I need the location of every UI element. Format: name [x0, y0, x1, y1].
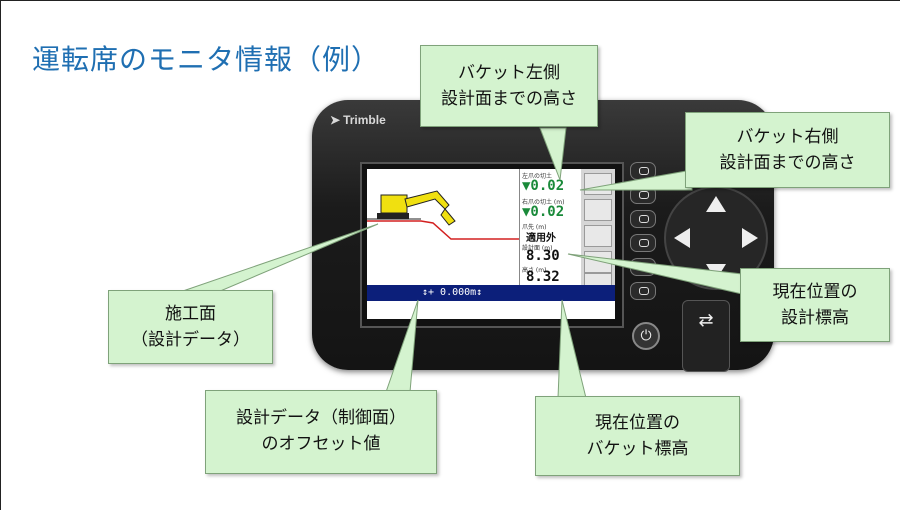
bucket-height-value: 8.32 — [526, 269, 560, 285]
soft-key-6[interactable] — [630, 282, 656, 300]
leader-construction-surface — [179, 223, 379, 293]
offset-status-bar: ↕+ 0.000m↕ — [367, 285, 615, 301]
tooth-value: 適用外 — [526, 233, 556, 244]
arrow-left-icon[interactable] — [674, 228, 690, 248]
callout-design-offset: 設計データ（制御面） のオフセット値 — [205, 390, 437, 474]
callout-current-design-height: 現在位置の 設計標高 — [740, 268, 890, 342]
design-height-value: 8.30 — [526, 248, 560, 264]
power-button[interactable]: ⏻ — [632, 322, 660, 350]
brand-name: Trimble — [343, 113, 386, 127]
excavator-bucket — [440, 208, 456, 226]
leader-bucket-height — [557, 299, 587, 399]
right-cut-value: ▼0.02 — [522, 204, 565, 220]
left-cut-label: 左爪の切土 — [522, 173, 553, 180]
callout-bucket-left-line1: バケット左側 — [458, 63, 560, 83]
callout-construction-surface-line2: （設計データ） — [131, 330, 250, 350]
callout-current-design-height-line2: 設計標高 — [781, 308, 849, 328]
layer-icon[interactable] — [584, 199, 612, 221]
bucket-height-label: 高さ (m) — [522, 267, 547, 274]
leader-bucket-right — [579, 169, 693, 191]
callout-bucket-left-line2: 設計面までの高さ — [441, 89, 577, 109]
leader-bucket-left — [539, 127, 567, 181]
page-title: 運転席のモニタ情報（例） — [32, 43, 381, 76]
trimble-logo-icon: ➤ — [330, 113, 341, 127]
callout-current-design-height-line1: 現在位置の — [772, 282, 858, 302]
excavator-track — [377, 213, 409, 219]
right-cut-label: 右爪の切土 (m) — [522, 199, 565, 206]
arrow-right-icon[interactable] — [742, 228, 758, 248]
callout-bucket-right-line1: バケット右側 — [736, 127, 839, 147]
soft-key-4[interactable] — [630, 234, 656, 252]
callout-construction-surface-line1: 施工面 — [165, 304, 216, 324]
callout-design-offset-line1: 設計データ（制御面） — [236, 408, 406, 428]
monitor-device: ➤Trimble 左爪の切土 ▼0.02 右爪の切土 (m) ▼0.02 爪先 … — [312, 100, 774, 372]
callout-bucket-left: バケット左側 設計面までの高さ — [420, 45, 598, 127]
offset-value: ↕+ 0.000m↕ — [422, 287, 483, 298]
monitor-screen: 左爪の切土 ▼0.02 右爪の切土 (m) ▼0.02 爪先 (m) 適用外 設… — [367, 169, 615, 319]
surface-icon[interactable] — [584, 225, 612, 247]
callout-current-bucket-height-line1: 現在位置の — [595, 413, 680, 433]
screen-icon-column — [581, 169, 615, 299]
callout-current-bucket-height: 現在位置の バケット標高 — [535, 396, 740, 476]
excavator-view — [367, 190, 519, 240]
callout-bucket-right: バケット右側 設計面までの高さ — [685, 112, 890, 188]
callout-design-offset-line2: のオフセット値 — [261, 434, 381, 454]
arrow-up-icon[interactable] — [706, 196, 726, 212]
design-surface-line — [367, 220, 519, 240]
callout-current-bucket-height-line2: バケット標高 — [586, 439, 689, 459]
tooth-label: 爪先 (m) — [522, 224, 547, 231]
callout-construction-surface: 施工面 （設計データ） — [108, 290, 273, 364]
design-height-label: 設計面 (m) — [522, 245, 553, 252]
soft-key-3[interactable] — [630, 210, 656, 228]
callout-bucket-right-line2: 設計面までの高さ — [719, 153, 856, 173]
leader-design-height — [567, 253, 743, 295]
left-cut-value: ▼0.02 — [522, 178, 565, 194]
usb-port-icon: ⇄ — [682, 300, 730, 372]
brand-logo: ➤Trimble — [330, 112, 389, 127]
leader-offset — [385, 299, 419, 393]
readout-panel: 左爪の切土 ▼0.02 右爪の切土 (m) ▼0.02 爪先 (m) 適用外 設… — [519, 169, 580, 285]
